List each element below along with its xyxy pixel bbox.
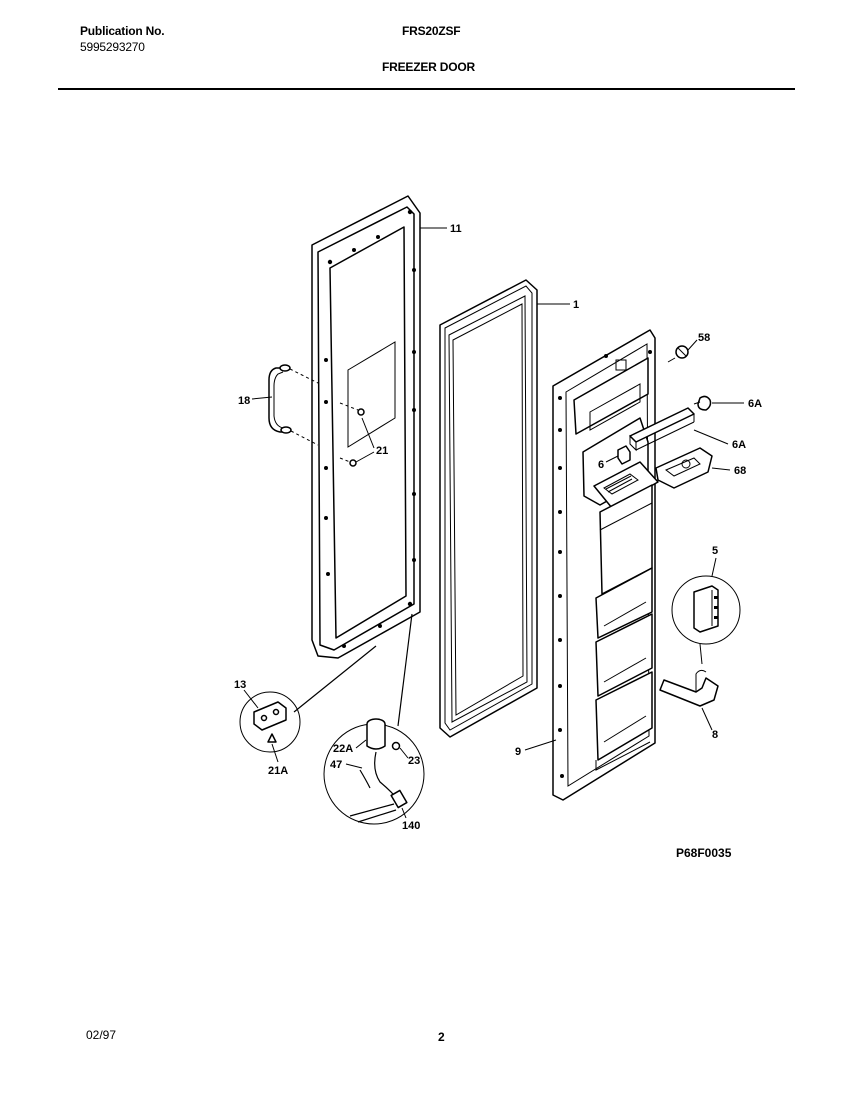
- detail-circle-hinge: [239, 645, 377, 753]
- callout-22a: 22A: [333, 743, 353, 755]
- publication-number: 5995293270: [80, 40, 145, 54]
- publication-label: Publication No.: [80, 24, 165, 38]
- clip-6a-top: [693, 395, 712, 411]
- callout-13: 13: [234, 679, 246, 691]
- detail-circle-5: [671, 575, 741, 665]
- strip-6a: [629, 407, 695, 452]
- diagram-code: P68F0035: [676, 846, 732, 860]
- detail-circle-wiring: [323, 613, 425, 825]
- callout-8: 8: [712, 729, 718, 741]
- callout-21: 21: [376, 445, 388, 457]
- callout-6a-mid: 6A: [732, 439, 746, 451]
- callout-9: 9: [515, 746, 521, 758]
- callout-68: 68: [734, 465, 746, 477]
- callout-1: 1: [573, 299, 579, 311]
- callout-6a-top: 6A: [748, 398, 762, 410]
- inner-door-liner: [552, 329, 659, 801]
- shelf-retainer-8: [659, 669, 719, 707]
- leader-lines: [243, 227, 744, 819]
- callout-58: 58: [698, 332, 710, 344]
- callout-18: 18: [238, 395, 250, 407]
- door-gasket: [439, 279, 538, 738]
- callout-140: 140: [402, 820, 420, 832]
- publication-date: 02/97: [86, 1028, 117, 1042]
- callout-5: 5: [712, 545, 718, 557]
- part-6: [617, 445, 631, 465]
- screw-58: [667, 345, 689, 363]
- callout-47: 47: [330, 759, 342, 771]
- callout-23: 23: [408, 755, 420, 767]
- section-title: FREEZER DOOR: [382, 60, 475, 74]
- liner-screw-dots: [558, 350, 652, 778]
- door-handle: [268, 364, 319, 446]
- header-rule: [58, 88, 795, 90]
- callout-6: 6: [598, 459, 604, 471]
- handle-screws: [339, 402, 365, 467]
- model-number: FRS20ZSF: [402, 24, 461, 38]
- callout-11: 11: [450, 223, 462, 235]
- callout-labels: 11 1 58 6A 6A 6 68 5 8 9 18 21 13 21A 22…: [234, 223, 762, 832]
- panel-screw-dots: [324, 209, 416, 648]
- bezel-68: [655, 447, 713, 489]
- callout-21a: 21A: [268, 765, 288, 777]
- page-number: 2: [438, 1030, 445, 1044]
